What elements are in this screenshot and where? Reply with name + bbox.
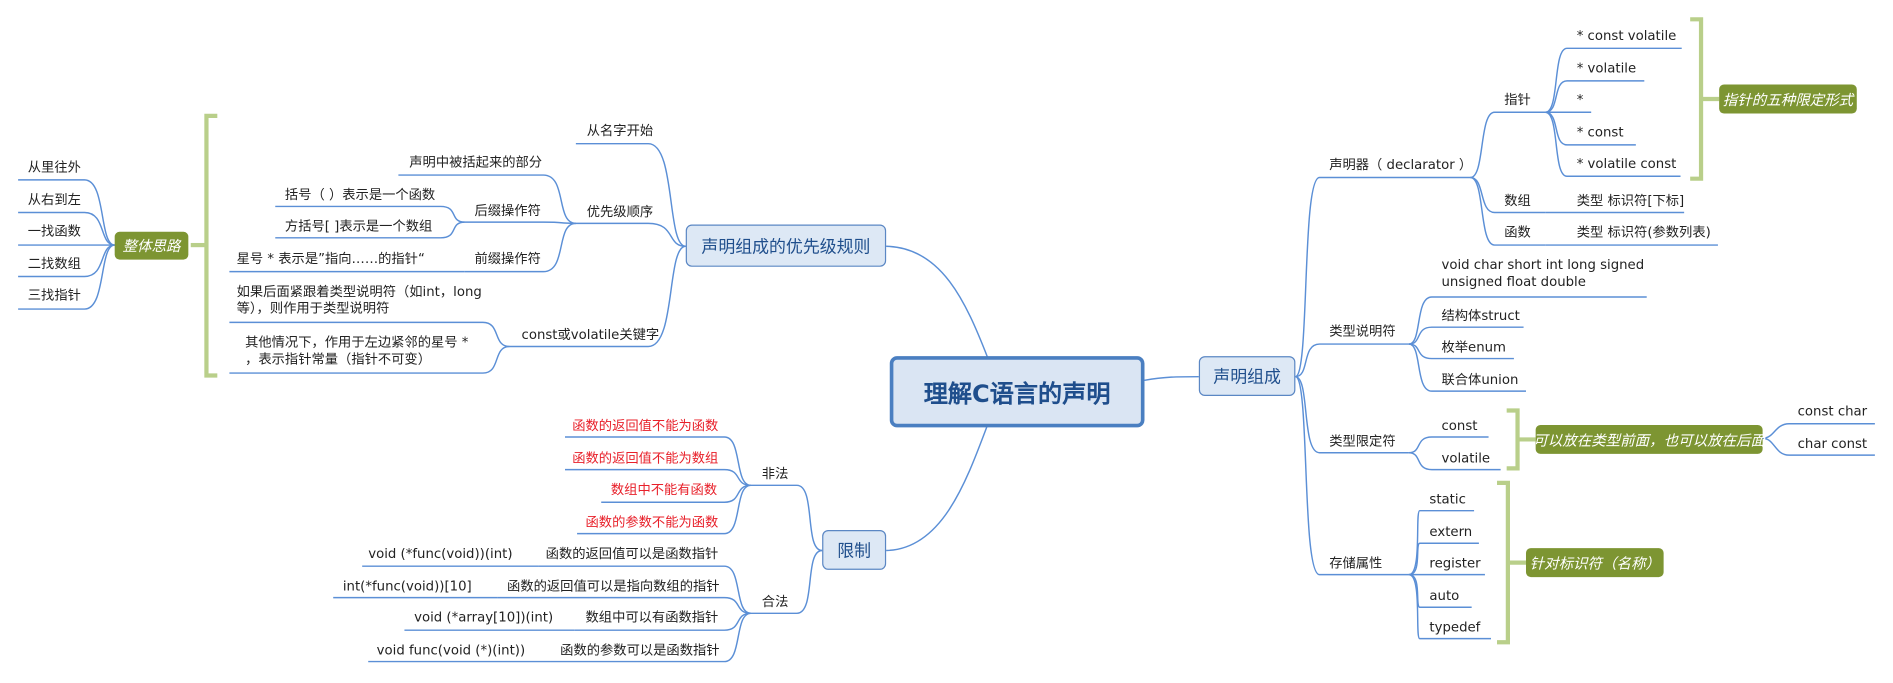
storage-class-label: 存储属性 — [1329, 555, 1383, 572]
star-pointer-label: 星号 * 表示是”指向……的指针“ — [236, 251, 425, 267]
start-from-name-label: 从名字开始 — [586, 123, 654, 139]
const-volatile-keyword-label: const或volatile关键字 — [521, 327, 660, 343]
type-specifier-item: 结构体struct — [1441, 307, 1520, 324]
idea-item: 从里往外 — [27, 159, 81, 176]
type-qualifier-label: 类型限定符 — [1329, 433, 1396, 450]
priority-rules-node[interactable]: 声明组成的优先级规则 — [685, 224, 887, 267]
legal-item: 数组中可以有函数指针 — [585, 609, 719, 626]
limits-node[interactable]: 限制 — [822, 529, 887, 570]
legal-example: void (*func(void))(int) — [368, 545, 513, 562]
storage-class-item: extern — [1429, 523, 1473, 540]
storage-class-item: register — [1429, 555, 1481, 572]
overall-idea-note: 整体思路 — [114, 231, 189, 260]
priority-order-label: 优先级顺序 — [586, 204, 654, 220]
qualifier-position-note: 可以放在类型前面，也可以放在后面 — [1533, 424, 1765, 454]
pointer-form: * const — [1576, 124, 1624, 141]
idea-item: 一找函数 — [27, 223, 81, 240]
type-specifier-label: 类型说明符 — [1329, 323, 1396, 340]
legal-item: 函数的返回值可以是指向数组的指针 — [507, 578, 720, 594]
type-qualifier-item: volatile — [1441, 450, 1491, 467]
legal-item: 函数的返回值可以是函数指针 — [545, 545, 719, 562]
declarator-label: 声明器（ declarator ） — [1329, 156, 1473, 173]
legal-example: int(*func(void))[10] — [342, 578, 472, 594]
type-specifier-item: void char short int long signed unsigned… — [1441, 257, 1645, 290]
postfix-ops-label: 后缀操作符 — [474, 202, 541, 219]
pointer-form: * — [1576, 91, 1584, 108]
cv-rule-pointer-constant: 其他情况下，作用于左边紧邻的星号 * ，表示指针常量（指针不可变） — [245, 334, 469, 368]
array-label: 数组 — [1504, 193, 1531, 209]
components-node[interactable]: 声明组成 — [1198, 356, 1296, 396]
illegal-item: 函数的返回值不能为数组 — [572, 450, 719, 467]
root-node[interactable]: 理解C语言的声明 — [889, 356, 1145, 428]
pointer-form: * volatile — [1576, 60, 1637, 77]
pointer-label: 指针 — [1504, 91, 1531, 108]
type-qualifier-item: const — [1441, 417, 1478, 434]
enclosed-parts-label: 声明中被括起来的部分 — [409, 154, 543, 171]
type-specifier-item: 枚举enum — [1441, 339, 1506, 355]
idea-item: 二找数组 — [27, 255, 81, 272]
storage-class-item: typedef — [1429, 619, 1481, 636]
pointer-forms-note: 指针的五种限定形式 — [1719, 84, 1857, 114]
legal-label: 合法 — [761, 593, 789, 610]
idea-item: 从右到左 — [27, 191, 81, 208]
qualifier-example: char const — [1797, 435, 1868, 452]
function-form: 类型 标识符(参数列表) — [1576, 224, 1711, 241]
illegal-item: 函数的参数不能为函数 — [585, 514, 719, 530]
illegal-item: 数组中不能有函数 — [610, 481, 718, 498]
brackets-array-label: 方括号[ ]表示是一个数组 — [284, 218, 433, 235]
function-label: 函数 — [1504, 224, 1531, 241]
type-specifier-item: 联合体union — [1441, 371, 1519, 388]
pointer-form: * volatile const — [1576, 155, 1677, 172]
legal-example: void func(void (*)(int)) — [376, 642, 526, 658]
storage-class-item: auto — [1429, 587, 1460, 604]
parens-function-label: 括号（ ）表示是一个函数 — [284, 187, 436, 203]
illegal-item: 函数的返回值不能为函数 — [572, 417, 719, 434]
qualifier-example: const char — [1797, 403, 1868, 419]
legal-example: void (*array[10])(int) — [414, 609, 554, 626]
legal-item: 函数的参数可以是函数指针 — [560, 642, 720, 658]
illegal-label: 非法 — [761, 466, 789, 482]
pointer-form: * const volatile — [1576, 27, 1677, 44]
prefix-ops-label: 前缀操作符 — [474, 251, 541, 267]
storage-class-item: static — [1429, 491, 1466, 508]
identifier-note: 针对标识符（名称） — [1525, 548, 1664, 578]
cv-rule-type-specifier: 如果后面紧跟着类型说明符（如int，long等），则作用于类型说明符 — [236, 283, 482, 317]
array-form: 类型 标识符[下标] — [1576, 193, 1685, 209]
idea-item: 三找指针 — [27, 287, 81, 304]
